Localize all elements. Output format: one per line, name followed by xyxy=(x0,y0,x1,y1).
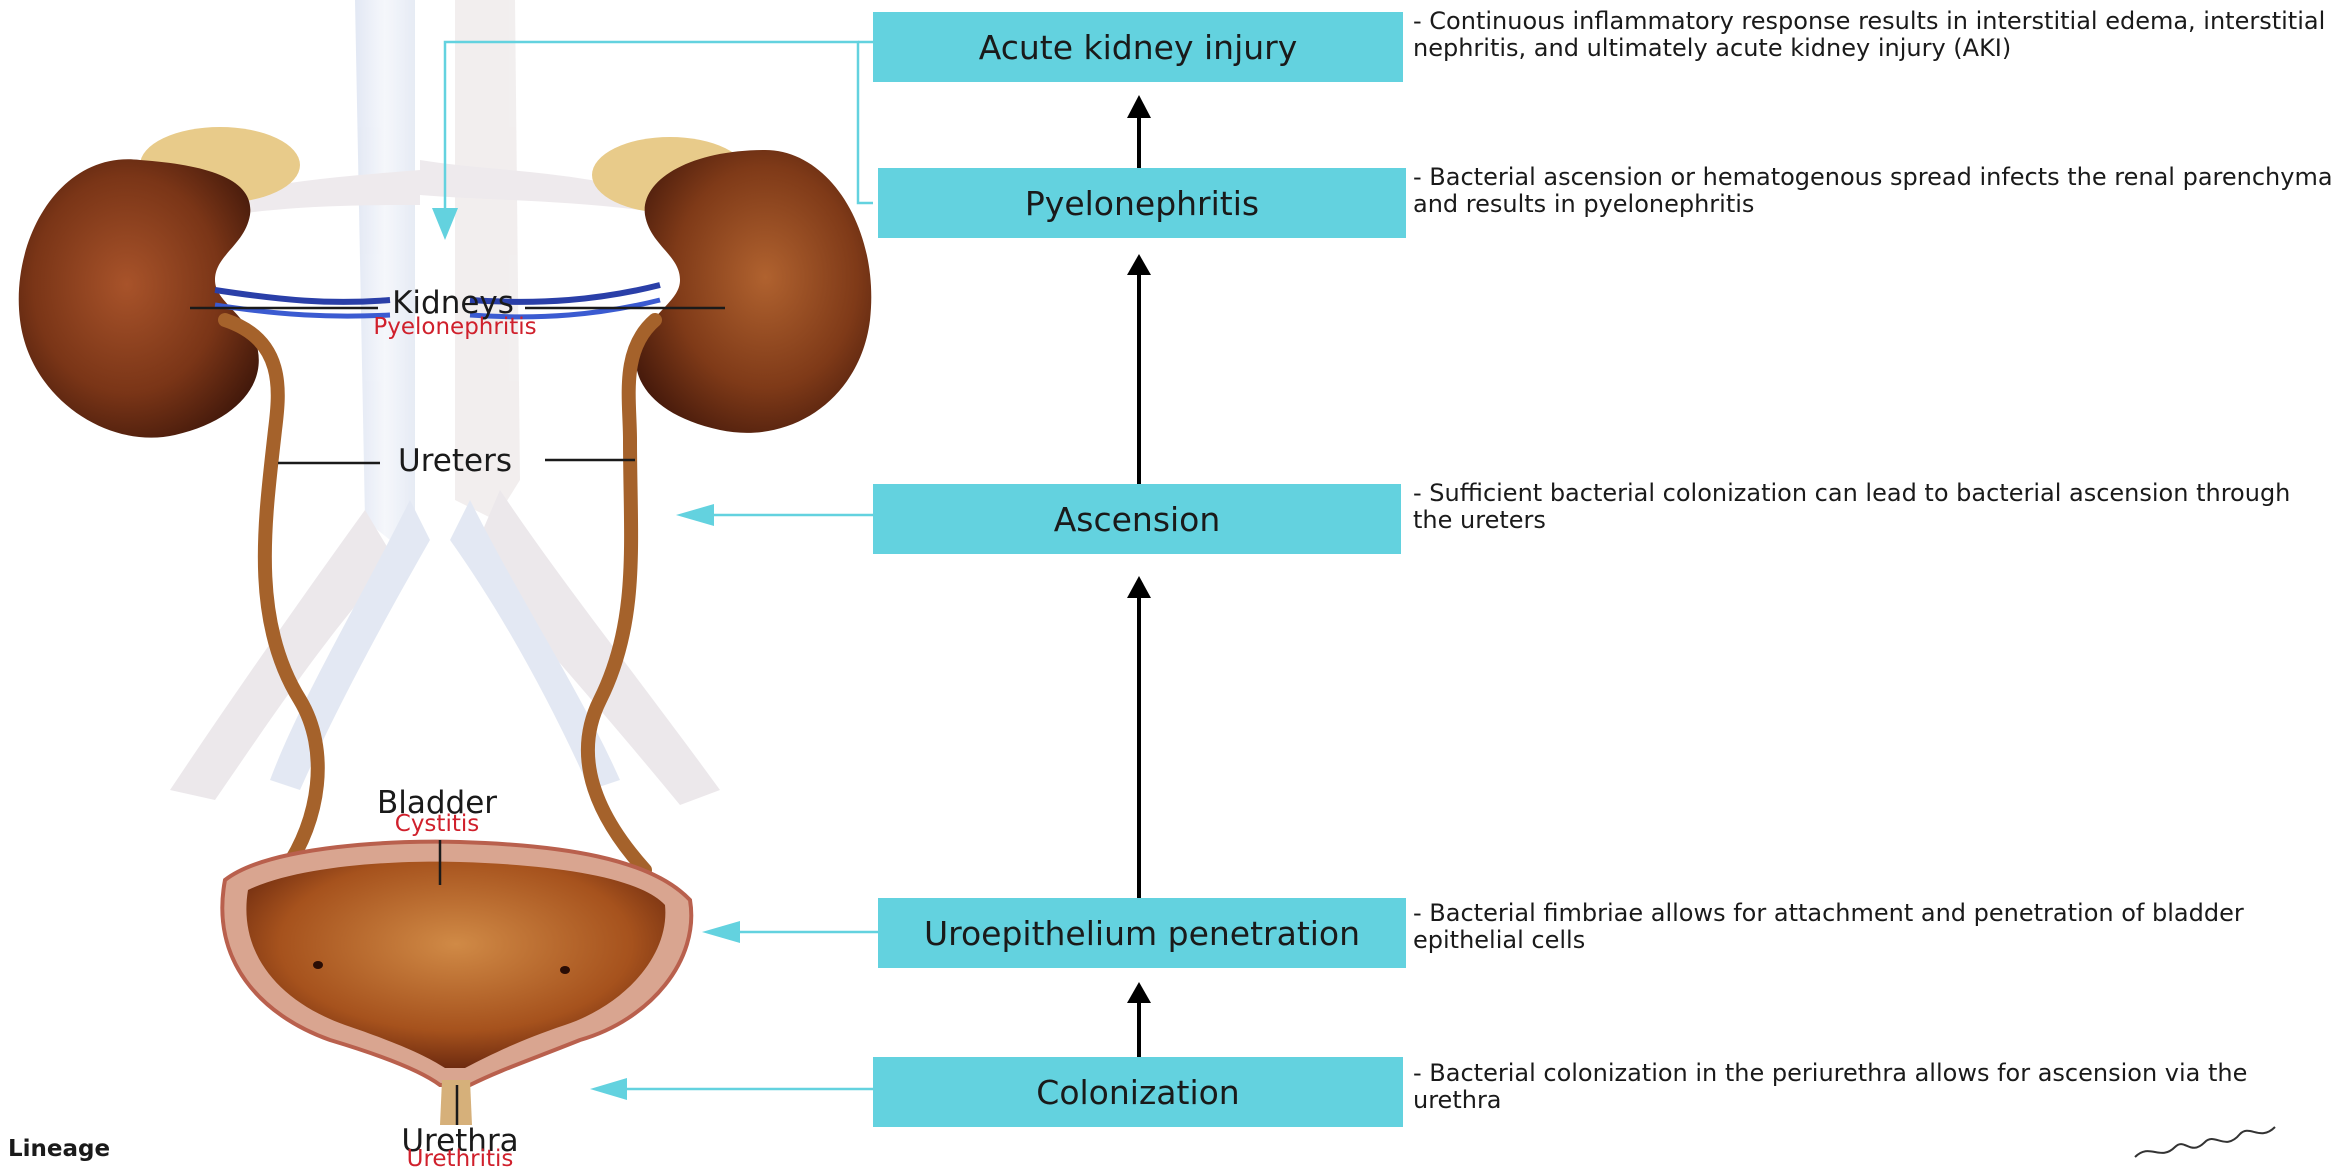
step-title: Acute kidney injury xyxy=(979,28,1298,67)
step-description-ascension: - Sufficient bacterial colonization can … xyxy=(1413,480,2333,534)
artist-signature xyxy=(2130,1112,2280,1168)
bladder-condition-label: Cystitis xyxy=(362,811,512,837)
step-title: Colonization xyxy=(1036,1073,1239,1112)
arrow-pyelonephritis-to-aki xyxy=(1127,95,1151,168)
arrow-penetration-to-ascension xyxy=(1127,576,1151,898)
step-description-colonization: - Bacterial colonization in the periuret… xyxy=(1413,1060,2333,1114)
step-box-pyelonephritis: Pyelonephritis xyxy=(878,168,1406,238)
pointer-ascension-to-ureters xyxy=(676,504,873,526)
arrow-colonization-to-penetration xyxy=(1127,982,1151,1057)
step-title: Pyelonephritis xyxy=(1025,184,1259,223)
arrow-ascension-to-pyelonephritis xyxy=(1127,254,1151,484)
step-box-acute-kidney-injury: Acute kidney injury xyxy=(873,12,1403,82)
step-description-uroepithelium-penetration: - Bacterial fimbriae allows for attachme… xyxy=(1413,900,2333,954)
pointer-pyelonephritis-to-kidneys xyxy=(432,42,873,240)
kidneys-condition-label: Pyelonephritis xyxy=(330,314,580,340)
pointer-penetration-to-bladder xyxy=(702,921,878,943)
step-title: Ascension xyxy=(1054,500,1221,539)
step-box-colonization: Colonization xyxy=(873,1057,1403,1127)
step-description-pyelonephritis: - Bacterial ascension or hematogenous sp… xyxy=(1413,164,2333,218)
pointer-colonization-to-urethra xyxy=(590,1078,873,1100)
urethra-condition-label: Urethritis xyxy=(385,1146,535,1172)
step-box-ascension: Ascension xyxy=(873,484,1401,554)
step-description-acute-kidney-injury: - Continuous inflammatory response resul… xyxy=(1413,8,2333,62)
ureters-label: Ureters xyxy=(380,443,530,479)
step-box-uroepithelium-penetration: Uroepithelium penetration xyxy=(878,898,1406,968)
brand-logo: Lineage xyxy=(8,1136,110,1162)
step-title: Uroepithelium penetration xyxy=(924,914,1360,953)
